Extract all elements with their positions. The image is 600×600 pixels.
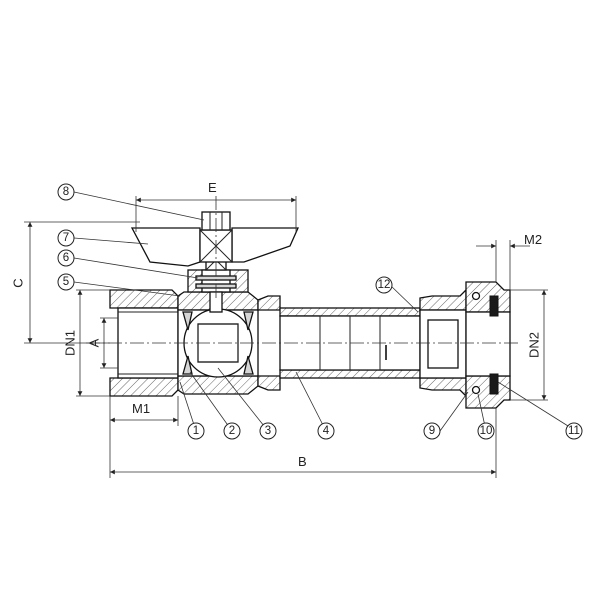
inlet-body — [109, 289, 179, 397]
dim-label-DN2: DN2 — [527, 332, 542, 358]
callout-9: 9 — [423, 422, 441, 440]
dimension-E: E — [135, 180, 297, 232]
dim-label-C: C — [11, 278, 26, 287]
callout-12: 12 — [375, 276, 393, 294]
dim-label-M1: M1 — [132, 401, 150, 416]
callout-7: 7 — [57, 229, 75, 247]
callout-label: 9 — [429, 425, 435, 437]
callout-label: 10 — [480, 425, 493, 437]
callout-11: 11 — [565, 422, 583, 440]
callout-label: 1 — [193, 425, 199, 437]
callout-label: 6 — [63, 252, 69, 264]
dimension-B: B — [109, 408, 497, 478]
callout-label: 2 — [229, 425, 235, 437]
callout-label: 5 — [63, 276, 69, 288]
callout-label: 8 — [63, 186, 69, 198]
dimension-M1: M1 — [109, 396, 179, 426]
leader-lines — [73, 191, 577, 432]
dimension-DN1: DN1 — [63, 289, 110, 397]
callout-label: 11 — [568, 425, 580, 437]
dim-label-B: B — [298, 454, 307, 469]
callout-10: 10 — [477, 422, 495, 440]
dim-label-A: A — [87, 338, 102, 347]
callout-5: 5 — [57, 273, 75, 291]
callout-2: 2 — [223, 422, 241, 440]
ball-seals — [182, 311, 254, 375]
callout-label: 7 — [63, 232, 69, 244]
dimension-DN2: DN2 — [510, 289, 548, 401]
dim-label-DN1: DN1 — [63, 330, 78, 356]
dimension-A: A — [87, 317, 118, 369]
callout-6: 6 — [57, 249, 75, 267]
callout-label: 3 — [265, 425, 271, 437]
dimension-M2: M2 — [476, 232, 542, 290]
callout-1: 1 — [187, 422, 205, 440]
callout-8: 8 — [57, 183, 75, 201]
callout-3: 3 — [259, 422, 277, 440]
union-nut — [465, 281, 511, 409]
dimension-C: C — [11, 221, 140, 344]
callout-label: 12 — [378, 279, 391, 291]
dim-label-E: E — [208, 180, 217, 195]
callout-4: 4 — [317, 422, 335, 440]
union-fitting — [419, 288, 467, 398]
butterfly-handle — [130, 227, 300, 267]
dim-label-M2: M2 — [524, 232, 542, 247]
callout-label: 4 — [323, 425, 330, 437]
